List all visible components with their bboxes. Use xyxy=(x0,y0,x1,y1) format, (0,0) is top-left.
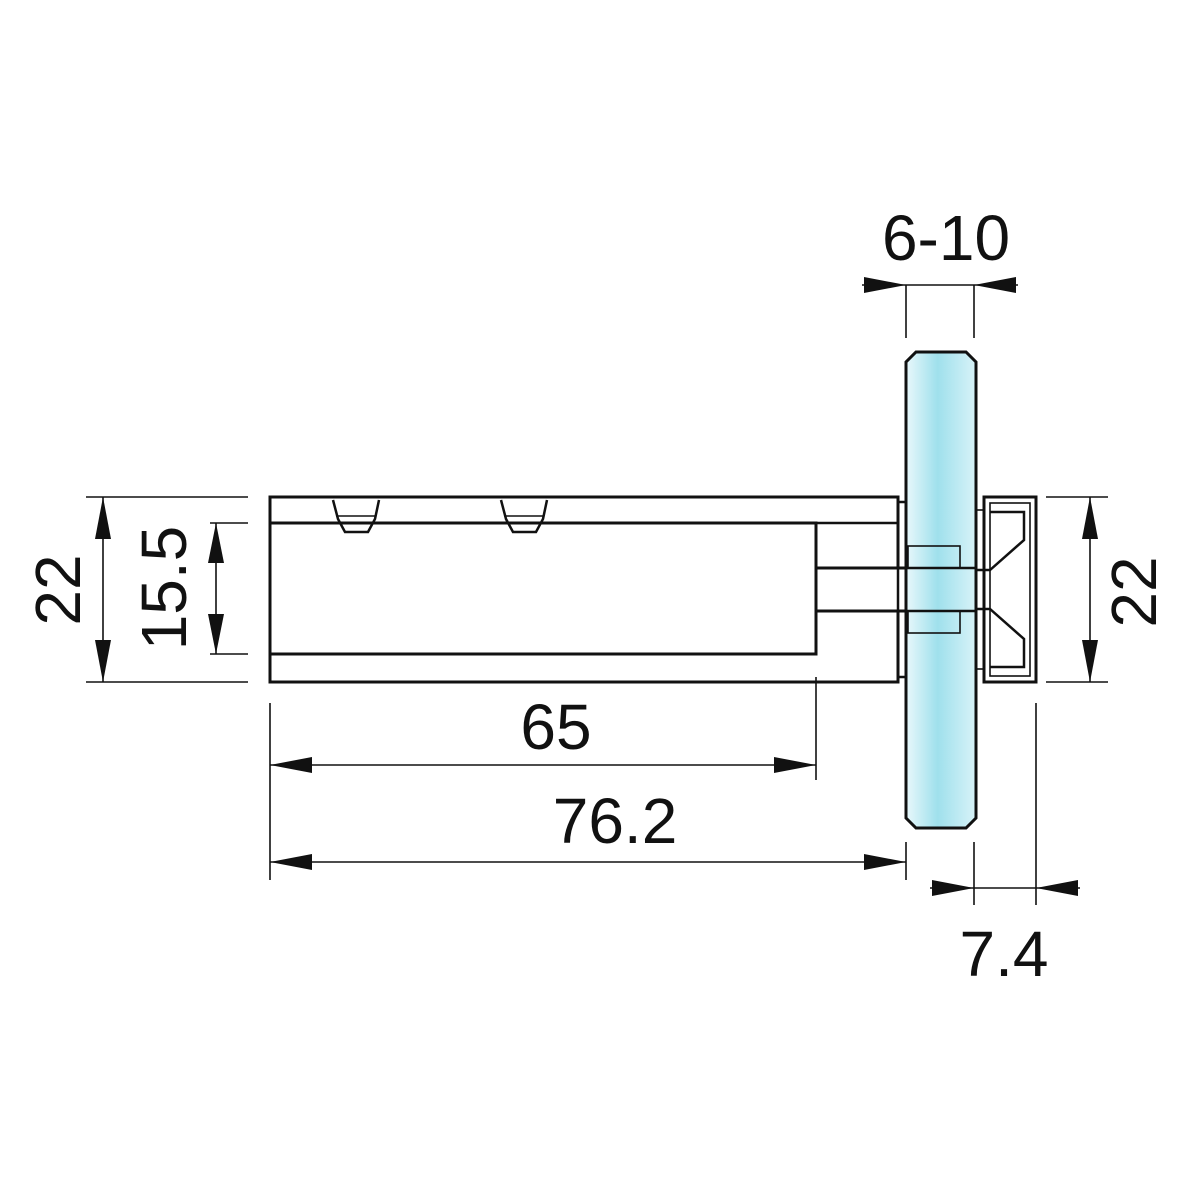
arrow-left xyxy=(932,880,974,896)
arrow-top xyxy=(1082,497,1098,539)
cap-cone-top xyxy=(976,510,1026,572)
dim-label-15-5: 15.5 xyxy=(128,526,200,651)
arrow-right xyxy=(974,277,1016,293)
arrow-left xyxy=(270,757,312,773)
dim-label-right-22: 22 xyxy=(1098,556,1170,627)
arrow-bottom xyxy=(208,614,224,654)
arrow-right xyxy=(864,854,906,870)
dim-left-height-total: 22 xyxy=(22,496,248,683)
dim-label-glass: 6-10 xyxy=(882,202,1010,274)
dim-glass-thickness: 6-10 xyxy=(862,202,1018,338)
cap-inner xyxy=(989,502,1031,677)
dim-left-height-inner: 15.5 xyxy=(128,522,248,655)
cap-outer xyxy=(982,495,1038,684)
dim-cap-depth: 7.4 xyxy=(930,703,1080,990)
glass-panel xyxy=(904,350,978,830)
arrow-top xyxy=(95,497,111,539)
dim-length-inner: 65 xyxy=(269,677,817,880)
dim-length-total: 76.2 xyxy=(270,785,907,880)
arrow-left xyxy=(864,277,906,293)
arrow-top xyxy=(208,523,224,563)
dim-label-left-22: 22 xyxy=(22,554,94,625)
dim-label-65: 65 xyxy=(520,691,591,763)
arrow-bottom xyxy=(95,640,111,682)
arrow-right xyxy=(774,757,816,773)
arrow-bottom xyxy=(1082,640,1098,682)
arrow-right xyxy=(1036,880,1078,896)
dim-label-76-2: 76.2 xyxy=(553,785,678,857)
end-cap xyxy=(976,495,1038,684)
cap-cone-bottom xyxy=(976,607,1026,669)
body-inner-channel xyxy=(268,521,818,656)
clamp-body xyxy=(268,495,978,684)
glass-pane xyxy=(904,350,978,830)
arrow-left xyxy=(270,854,312,870)
dim-right-height: 22 xyxy=(1046,496,1170,683)
dim-label-7-4: 7.4 xyxy=(960,918,1049,990)
